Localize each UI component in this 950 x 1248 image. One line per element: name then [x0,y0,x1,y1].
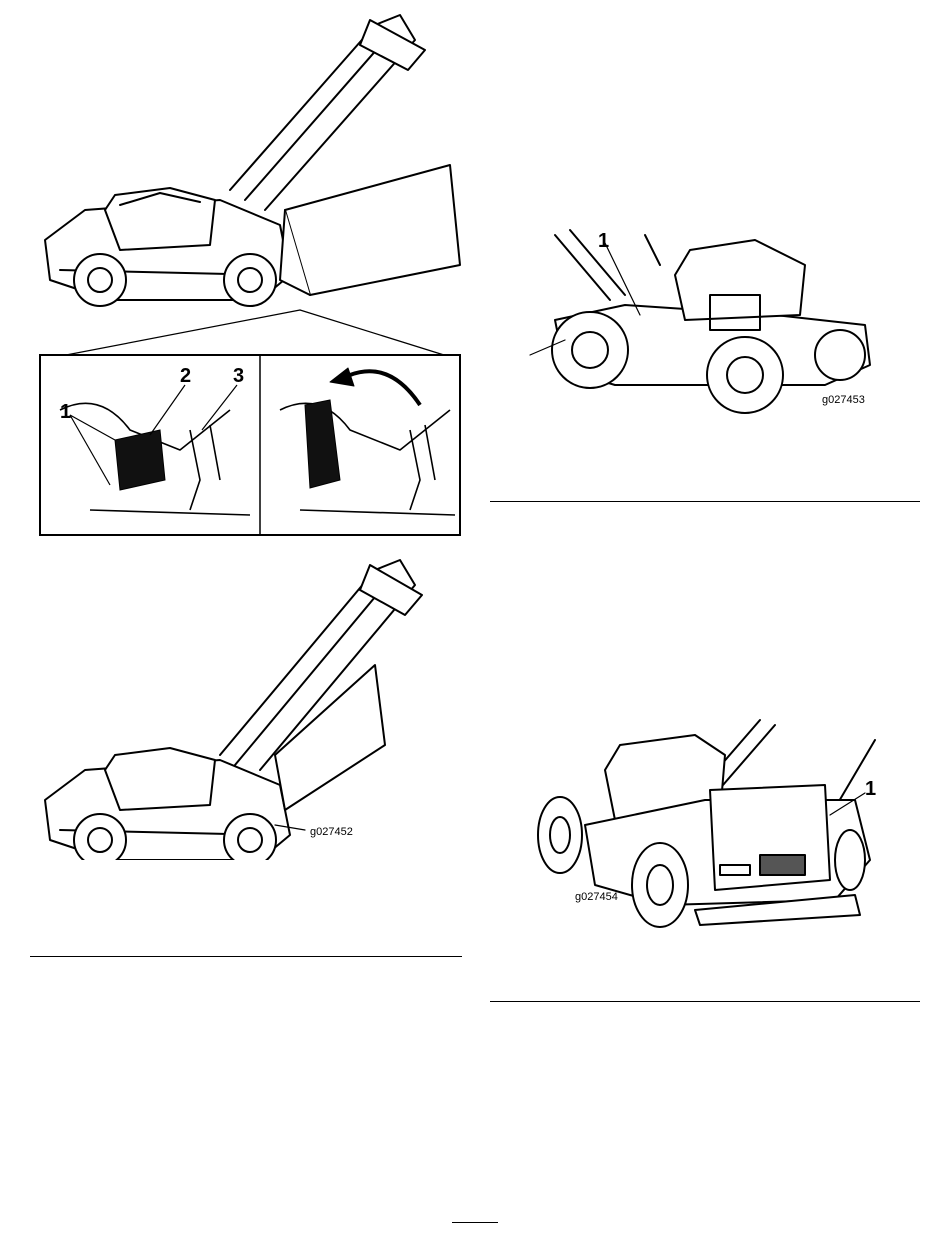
figure-code: g027454 [575,891,618,903]
section-rule-left [30,956,462,957]
callout-2: 2 [180,365,191,387]
figure-rear-view-svg: 1 g027454 [535,715,885,935]
figure-code: g027452 [310,826,353,838]
figure-bag-install: 1 2 3 g027452 [30,10,470,860]
callout-1: 1 [598,230,609,252]
callout-1: 1 [865,778,876,800]
figure-bag-install-svg: 1 2 3 g027452 [30,10,470,860]
callout-3: 3 [233,365,244,387]
figure-rear-view: 1 g027454 [535,715,885,935]
section-rule-right-bottom [490,1001,920,1002]
figure-code: g027453 [822,394,865,406]
page-number-underline [452,1222,498,1223]
section-rule-right-top [490,501,920,502]
figure-side-view-svg: 1 g027453 [525,225,875,415]
callout-1: 1 [60,401,71,423]
figure-side-view: 1 g027453 [525,225,875,415]
